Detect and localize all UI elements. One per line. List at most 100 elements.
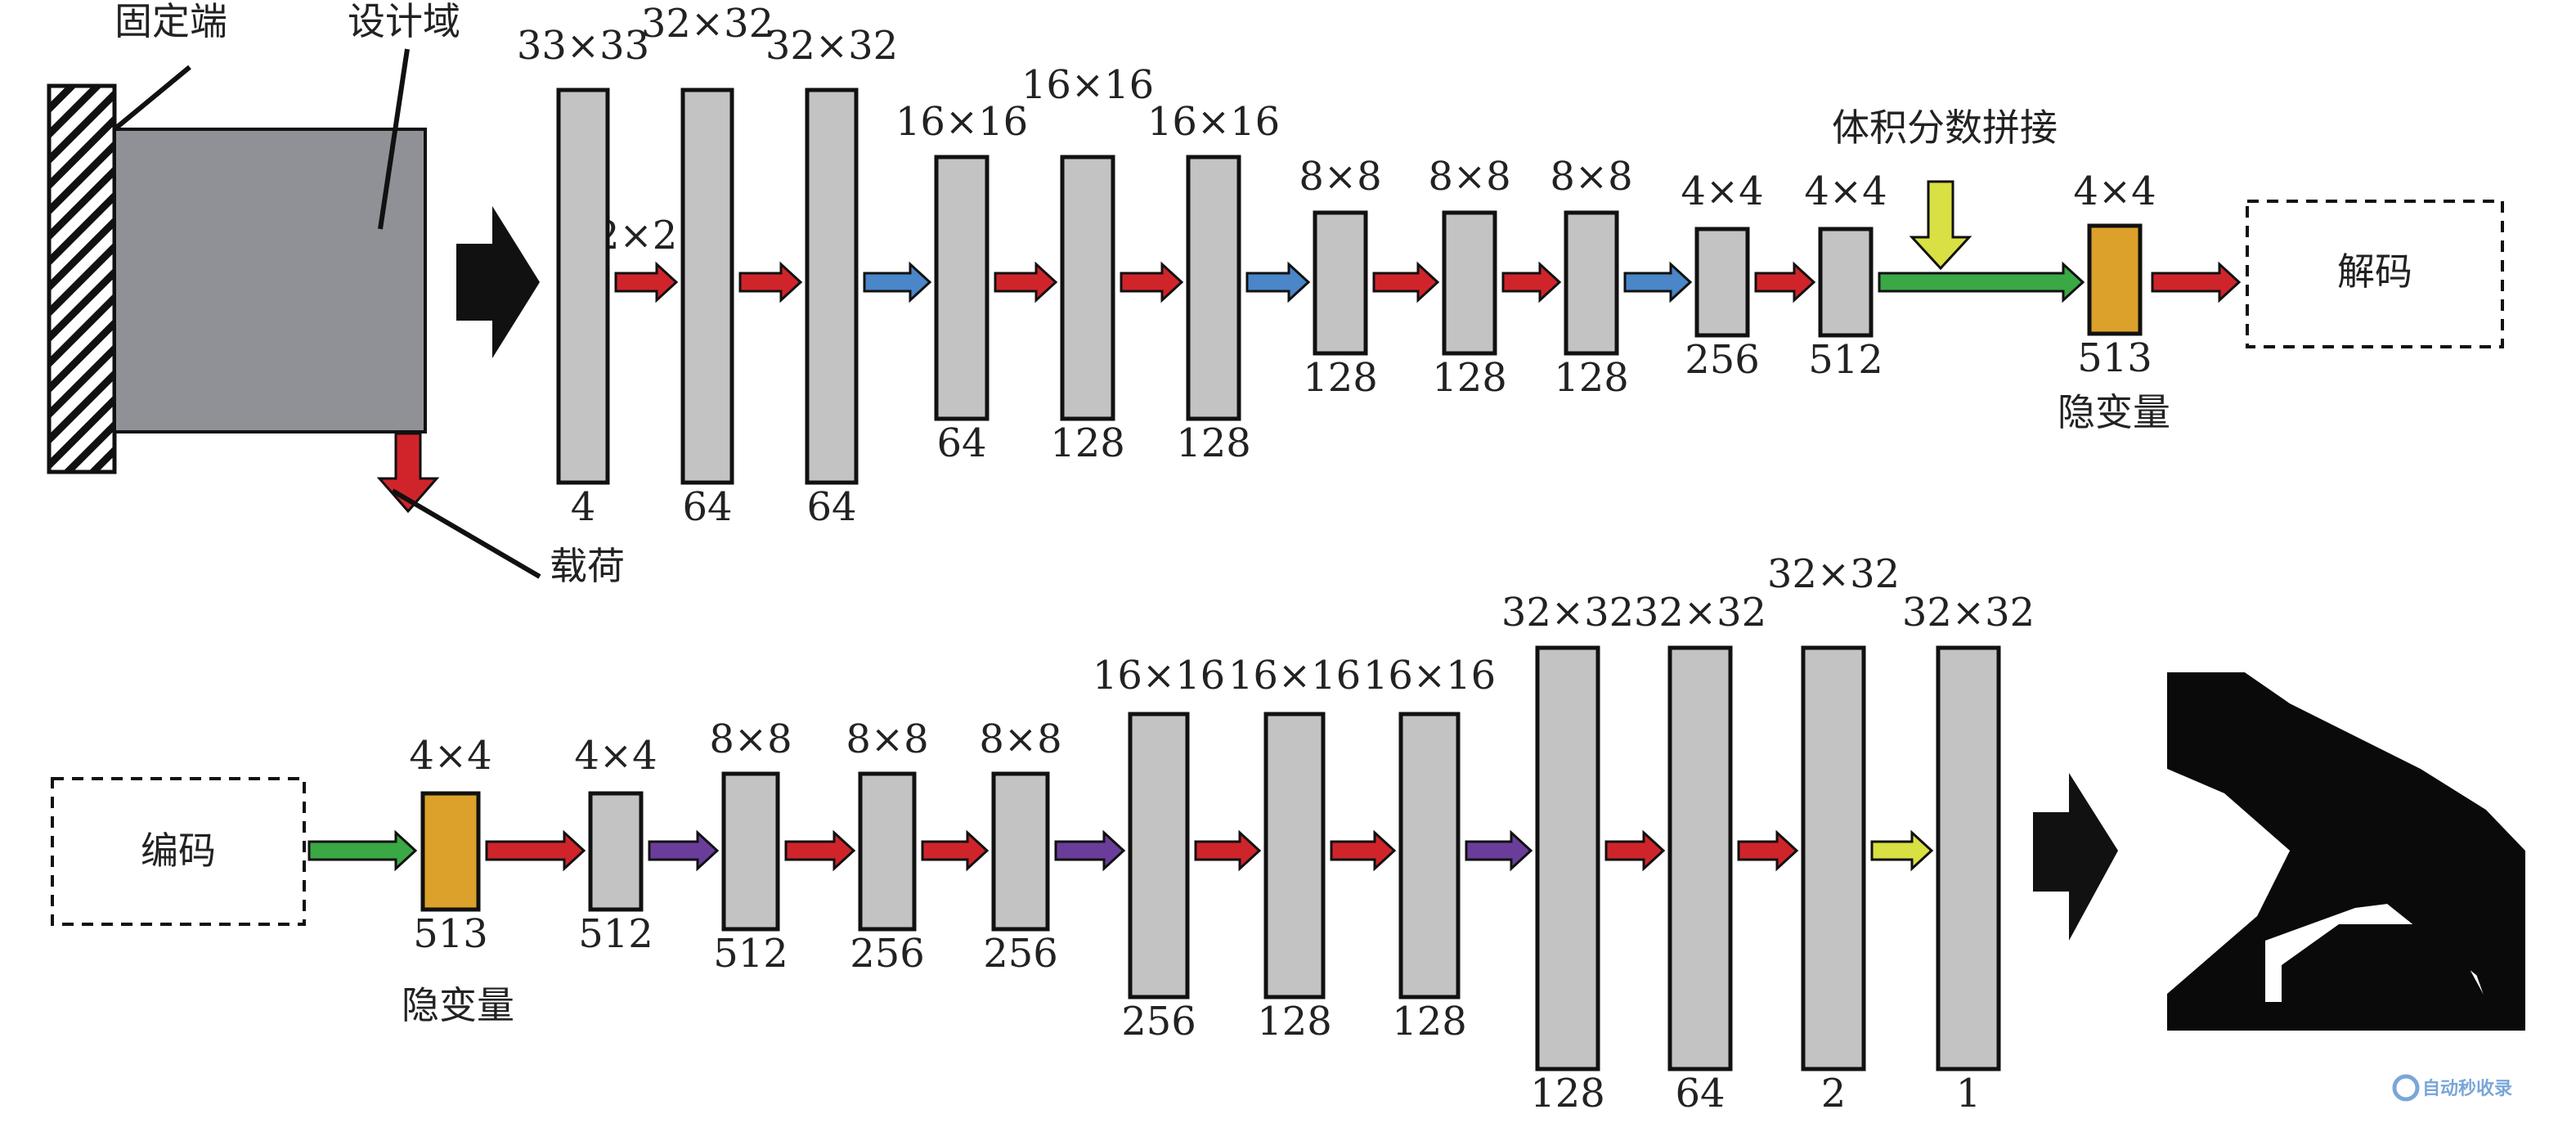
enc-layer-size-8: 8×8 <box>1428 154 1510 200</box>
dec-layer-size-8: 16×16 <box>1363 653 1496 699</box>
dec-layer-size-7: 16×16 <box>1228 653 1361 699</box>
enc-layer-1 <box>556 88 610 485</box>
enc-arrow-4 <box>994 261 1058 303</box>
dec-layer-2 <box>588 791 644 912</box>
dec-layer-size-5: 8×8 <box>979 716 1061 762</box>
dec-arrow-9 <box>1604 829 1666 872</box>
dec-layer-channels-11: 2 <box>1821 1071 1847 1116</box>
dec-arrow-2 <box>648 829 720 872</box>
enc-layer-channels-1: 4 <box>571 484 596 530</box>
design-domain <box>113 128 427 433</box>
dec-layer-channels-4: 256 <box>850 931 925 977</box>
output-arrow <box>2033 773 2118 941</box>
dec-arrow-7 <box>1330 829 1397 872</box>
enc-layer-size-6: 16×16 <box>1147 99 1280 145</box>
enc-arrow-5 <box>1120 261 1184 303</box>
decoder-latent-label: 隐变量 <box>402 983 514 1027</box>
dec-layer-5 <box>991 771 1050 932</box>
fixed-end-pointer <box>113 65 191 132</box>
enc-arrow-7 <box>1372 261 1440 303</box>
dec-layer-channels-12: 1 <box>1956 1071 1981 1116</box>
enc-arrow-9 <box>1623 261 1693 303</box>
dec-arrow-3 <box>784 829 856 872</box>
enc-layer-10 <box>1694 227 1750 338</box>
encoder-latent-label: 隐变量 <box>2058 390 2170 434</box>
encoder-layers: 33×33432×326432×326416×166416×1612816×16… <box>517 1 2156 530</box>
enc-arrow-2 <box>738 261 803 303</box>
dec-layer-12 <box>1936 645 2001 1071</box>
dec-layer-9 <box>1535 645 1600 1071</box>
load-label: 载荷 <box>550 544 625 588</box>
dec-layer-size-3: 8×8 <box>709 716 792 762</box>
dec-arrow-8 <box>1465 829 1533 872</box>
decoder-layers: 4×45134×45128×85128×82568×825616×1625616… <box>409 551 2035 1116</box>
enc-layer-channels-11: 512 <box>1808 337 1883 383</box>
dec-layer-size-9: 32×32 <box>1501 590 1634 636</box>
enc-layer-3 <box>805 88 859 485</box>
dec-arrow-10 <box>1737 829 1799 872</box>
dec-layer-6 <box>1128 712 1190 999</box>
enc-layer-size-11: 4×4 <box>1804 168 1887 214</box>
dec-layer-channels-2: 512 <box>578 911 653 957</box>
dec-layer-11 <box>1801 645 1866 1071</box>
output-topology-image <box>2167 671 2527 1031</box>
enc-layer-channels-2: 64 <box>682 484 732 530</box>
fixed-end-wall <box>47 83 117 474</box>
enc-layer-2 <box>680 88 734 485</box>
enc-layer-channels-7: 128 <box>1303 355 1378 401</box>
dec-layer-size-2: 4×4 <box>574 733 657 779</box>
enc-layer-8 <box>1442 210 1497 356</box>
enc-layer-channels-9: 128 <box>1554 355 1629 401</box>
dec-layer-channels-5: 256 <box>983 931 1058 977</box>
enc-layer-channels-4: 64 <box>936 420 986 466</box>
volume-fraction-arrow <box>1909 180 1972 271</box>
dec-layer-10 <box>1667 645 1733 1071</box>
enc-layer-size-5: 16×16 <box>1021 62 1154 108</box>
enc-layer-channels-5: 128 <box>1050 420 1125 466</box>
dec-layer-size-6: 16×16 <box>1093 653 1225 699</box>
volume-fraction-label: 体积分数拼接 <box>1832 106 2058 150</box>
watermark: 自动秒收录 <box>2392 1074 2512 1102</box>
enc-arrow-3 <box>863 261 932 303</box>
dec-layer-channels-1: 513 <box>413 911 488 957</box>
enc-layer-size-3: 32×32 <box>765 23 898 69</box>
dec-layer-size-4: 8×8 <box>846 716 928 762</box>
dec-layer-channels-6: 256 <box>1121 999 1196 1044</box>
enc-layer-size-9: 8×8 <box>1550 154 1632 200</box>
design-domain-label: 设计域 <box>348 0 460 43</box>
enc-layer-9 <box>1564 210 1619 356</box>
enc-arrow-to-decode <box>2151 261 2242 303</box>
dec-layer-size-11: 32×32 <box>1767 551 1900 597</box>
dec-layer-channels-9: 128 <box>1530 1071 1605 1116</box>
enc-layer-6 <box>1186 155 1241 421</box>
dec-layer-size-10: 32×32 <box>1634 590 1766 636</box>
enc-layer-channels-8: 128 <box>1432 355 1507 401</box>
enc-layer-size-1: 33×33 <box>517 23 649 69</box>
enc-layer-4 <box>934 155 990 421</box>
decoder-arrows <box>307 829 1934 872</box>
enc-arrow-1 <box>614 261 679 303</box>
dec-layer-channels-3: 512 <box>713 931 788 977</box>
dec-arrow-1 <box>485 829 586 872</box>
enc-layer-size-2: 32×32 <box>641 1 774 47</box>
decode-box <box>2246 200 2504 348</box>
enc-arrow-10 <box>1754 261 1816 303</box>
enc-layer-channels-3: 64 <box>806 484 856 530</box>
dec-arrow-6 <box>1194 829 1262 872</box>
dec-arrow-11 <box>1870 829 1934 872</box>
load-pointer <box>391 488 541 579</box>
enc-layer-7 <box>1313 210 1368 356</box>
enc-layer-channels-12: 513 <box>2077 335 2152 381</box>
enc-layer-size-7: 8×8 <box>1299 154 1381 200</box>
dec-arrow-from-encode <box>307 829 418 872</box>
dec-layer-3 <box>721 771 780 932</box>
input-arrow <box>456 206 540 358</box>
fixed-end-label: 固定端 <box>114 0 227 43</box>
decode-label: 解码 <box>2337 249 2412 294</box>
watermark-text: 自动秒收录 <box>2422 1078 2512 1098</box>
dec-arrow-4 <box>921 829 990 872</box>
dec-layer-4 <box>858 771 917 932</box>
dec-layer-7 <box>1263 712 1326 999</box>
enc-layer-channels-6: 128 <box>1176 420 1251 466</box>
